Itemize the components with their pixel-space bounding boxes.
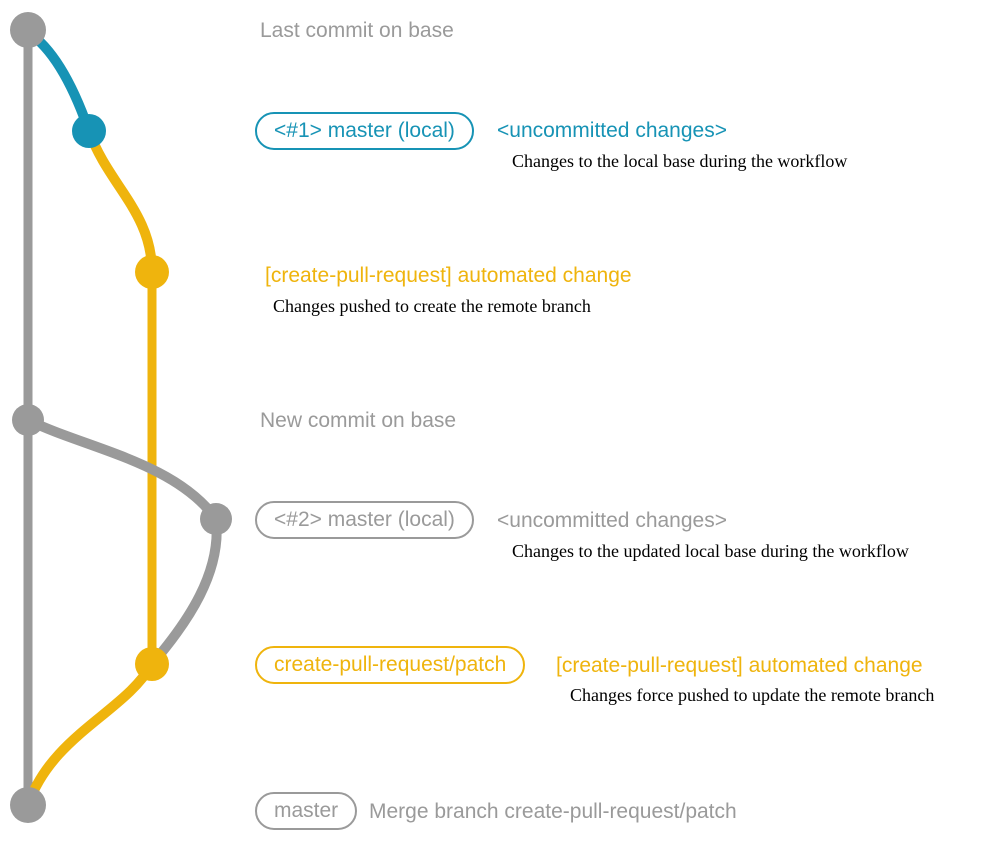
uncommitted-changes-1-caption: Changes to the local base during the wor… <box>512 151 848 171</box>
branch-badge-master: master <box>255 792 358 830</box>
commit-node-patch-1 <box>135 255 169 289</box>
commit-node-last-base <box>10 12 46 48</box>
last-commit-label: Last commit on base <box>260 19 454 42</box>
patch-branch-edge <box>84 126 157 277</box>
automated-change-1-heading: [create-pull-request] automated change <box>265 264 632 287</box>
merge-heading: Merge branch create-pull-request/patch <box>369 800 737 823</box>
new-commit-label: New commit on base <box>260 409 457 432</box>
uncommitted-changes-2-caption: Changes to the updated local base during… <box>512 541 909 561</box>
automated-change-1-caption: Changes pushed to create the remote bran… <box>273 296 591 316</box>
uncommitted-2-to-patch-edge <box>147 514 222 669</box>
branch-badge-patch: create-pull-request/patch <box>255 646 526 684</box>
commit-node-merge <box>10 787 46 823</box>
branch-badge-master-local-2: <#2> master (local) <box>255 501 474 539</box>
merge-edge <box>23 659 157 810</box>
commit-node-uncommitted-2 <box>200 503 232 535</box>
commit-node-new-base <box>12 404 44 436</box>
commit-node-uncommitted-1 <box>72 114 106 148</box>
uncommitted-changes-1-edge <box>23 27 94 136</box>
uncommitted-changes-2-heading: <uncommitted changes> <box>497 509 727 532</box>
branch-badge-master-local-1: <#1> master (local) <box>255 112 474 150</box>
automated-change-2-caption: Changes force pushed to update the remot… <box>570 685 935 705</box>
automated-change-2-heading: [create-pull-request] automated change <box>556 654 923 677</box>
uncommitted-changes-1-heading: <uncommitted changes> <box>497 119 727 142</box>
commit-node-patch-2 <box>135 647 169 681</box>
base-to-uncommitted-2-edge <box>23 415 221 524</box>
